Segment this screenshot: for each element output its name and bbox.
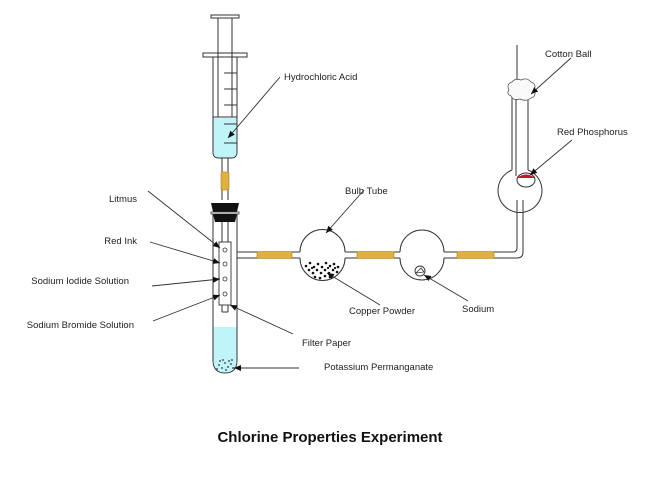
red-phosphorus: [517, 174, 535, 178]
label-bulb-tube: Bulb Tube: [345, 186, 388, 197]
label-copper-powder: Copper Powder: [349, 306, 415, 317]
label-sodium: Sodium: [462, 304, 494, 315]
syringe-rubber-connector: [220, 171, 230, 191]
label-litmus: Litmus: [109, 194, 137, 205]
test-tube: [210, 203, 300, 374]
label-hydrochloric-acid: Hydrochloric Acid: [284, 72, 357, 83]
rubber-connector-2: [356, 251, 395, 259]
potassium-permanganate-crystals: [216, 359, 234, 371]
permanganate-solution: [213, 327, 237, 373]
label-cotton-ball: Cotton Ball: [545, 49, 591, 60]
rubber-connector-1: [256, 251, 293, 259]
syringe-barrel: [212, 57, 238, 159]
barrel-flange: [202, 52, 248, 58]
label-filter-paper: Filter Paper: [302, 338, 351, 349]
sodium-piece: [414, 265, 426, 277]
leader-lines: [147, 57, 573, 371]
test-tube-glass: [212, 214, 238, 374]
litmus-spot: [222, 247, 228, 253]
sodium-iodide-spot: [222, 276, 228, 282]
label-red-phosphorus: Red Phosphorus: [557, 127, 628, 138]
rubber-connector-3: [456, 251, 495, 259]
bulb-tube-train: [256, 200, 524, 281]
phosphorus-tube: [497, 45, 543, 213]
rubber-stopper: [211, 203, 239, 212]
plunger-cap: [210, 14, 240, 19]
filter-paper-strip: [218, 241, 232, 306]
sodium-bromide-spot: [222, 291, 228, 297]
label-sodium-bromide-solution: Sodium Bromide Solution: [27, 320, 134, 331]
diagram-title: Chlorine Properties Experiment: [217, 429, 442, 446]
cotton-ball: [507, 78, 536, 101]
syringe: [202, 14, 248, 200]
label-sodium-iodide-solution: Sodium Iodide Solution: [31, 276, 129, 287]
red-ink-spot: [222, 261, 228, 267]
label-potassium-permanganate: Potassium Permanganate: [324, 362, 433, 373]
label-red-ink: Red Ink: [104, 236, 137, 247]
hydrochloric-acid-liquid: [213, 118, 237, 158]
